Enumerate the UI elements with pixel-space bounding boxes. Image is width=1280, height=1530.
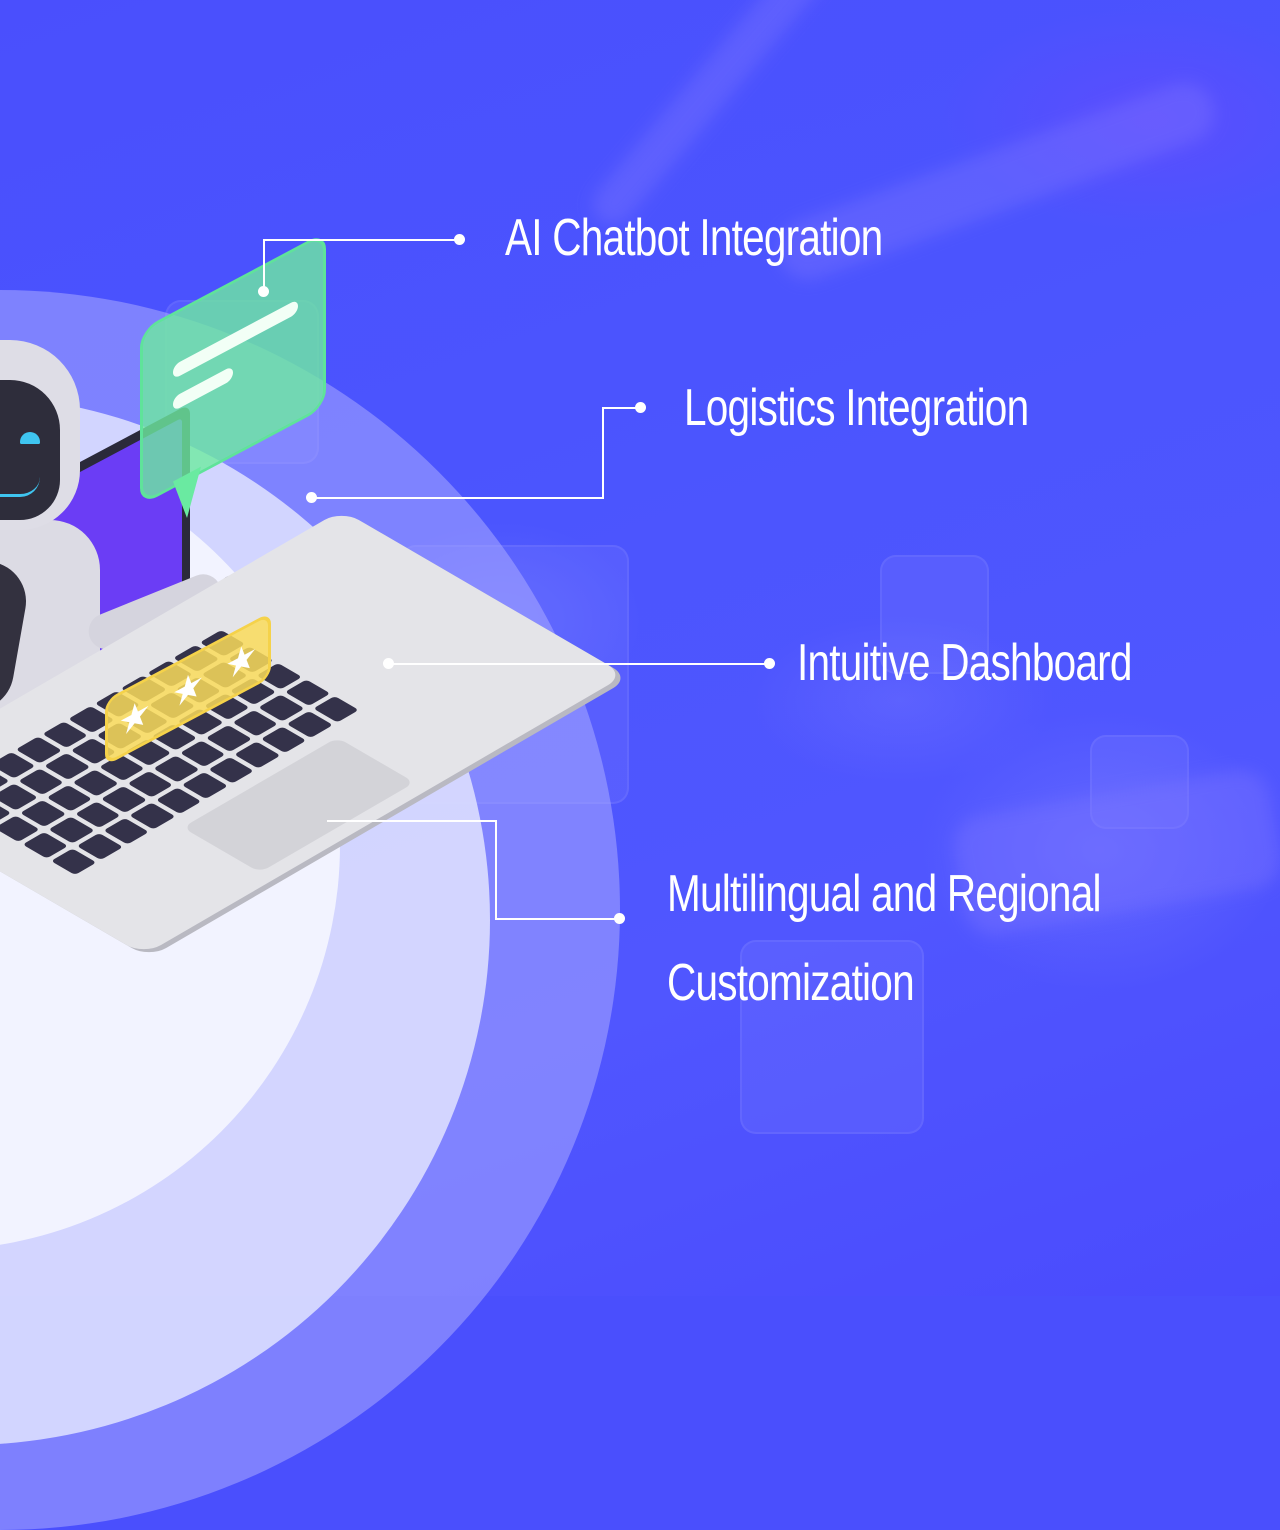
chat-line bbox=[173, 298, 298, 380]
star-icon: ★ bbox=[225, 630, 258, 690]
robot-eye-icon bbox=[20, 432, 40, 444]
background-card bbox=[1090, 735, 1189, 829]
connector-dot bbox=[383, 658, 394, 669]
feature-label-dashboard: Intuitive Dashboard bbox=[797, 634, 1132, 692]
feature-label-line: Customization bbox=[667, 954, 915, 1013]
robot-mouth bbox=[0, 476, 40, 497]
robot-face bbox=[0, 380, 60, 520]
connector-dot bbox=[635, 402, 646, 413]
feature-label-line: Multilingual and Regional bbox=[667, 865, 1101, 923]
feature-label-multilingual: Multilingual and Regional Customization bbox=[667, 850, 1101, 1029]
robot-head bbox=[0, 340, 80, 530]
connector-dot bbox=[306, 492, 317, 503]
star-icon: ★ bbox=[118, 687, 151, 746]
feature-label-logistics: Logistics Integration bbox=[684, 379, 1029, 437]
background-card bbox=[740, 940, 924, 1134]
star-icon: ★ bbox=[171, 659, 205, 718]
background-card bbox=[880, 555, 989, 674]
connector-dot bbox=[614, 913, 625, 924]
connector-dot bbox=[454, 234, 465, 245]
connector-dot bbox=[258, 286, 269, 297]
feature-label-ai-chatbot: AI Chatbot Integration bbox=[505, 209, 883, 267]
connector-dot bbox=[764, 658, 775, 669]
